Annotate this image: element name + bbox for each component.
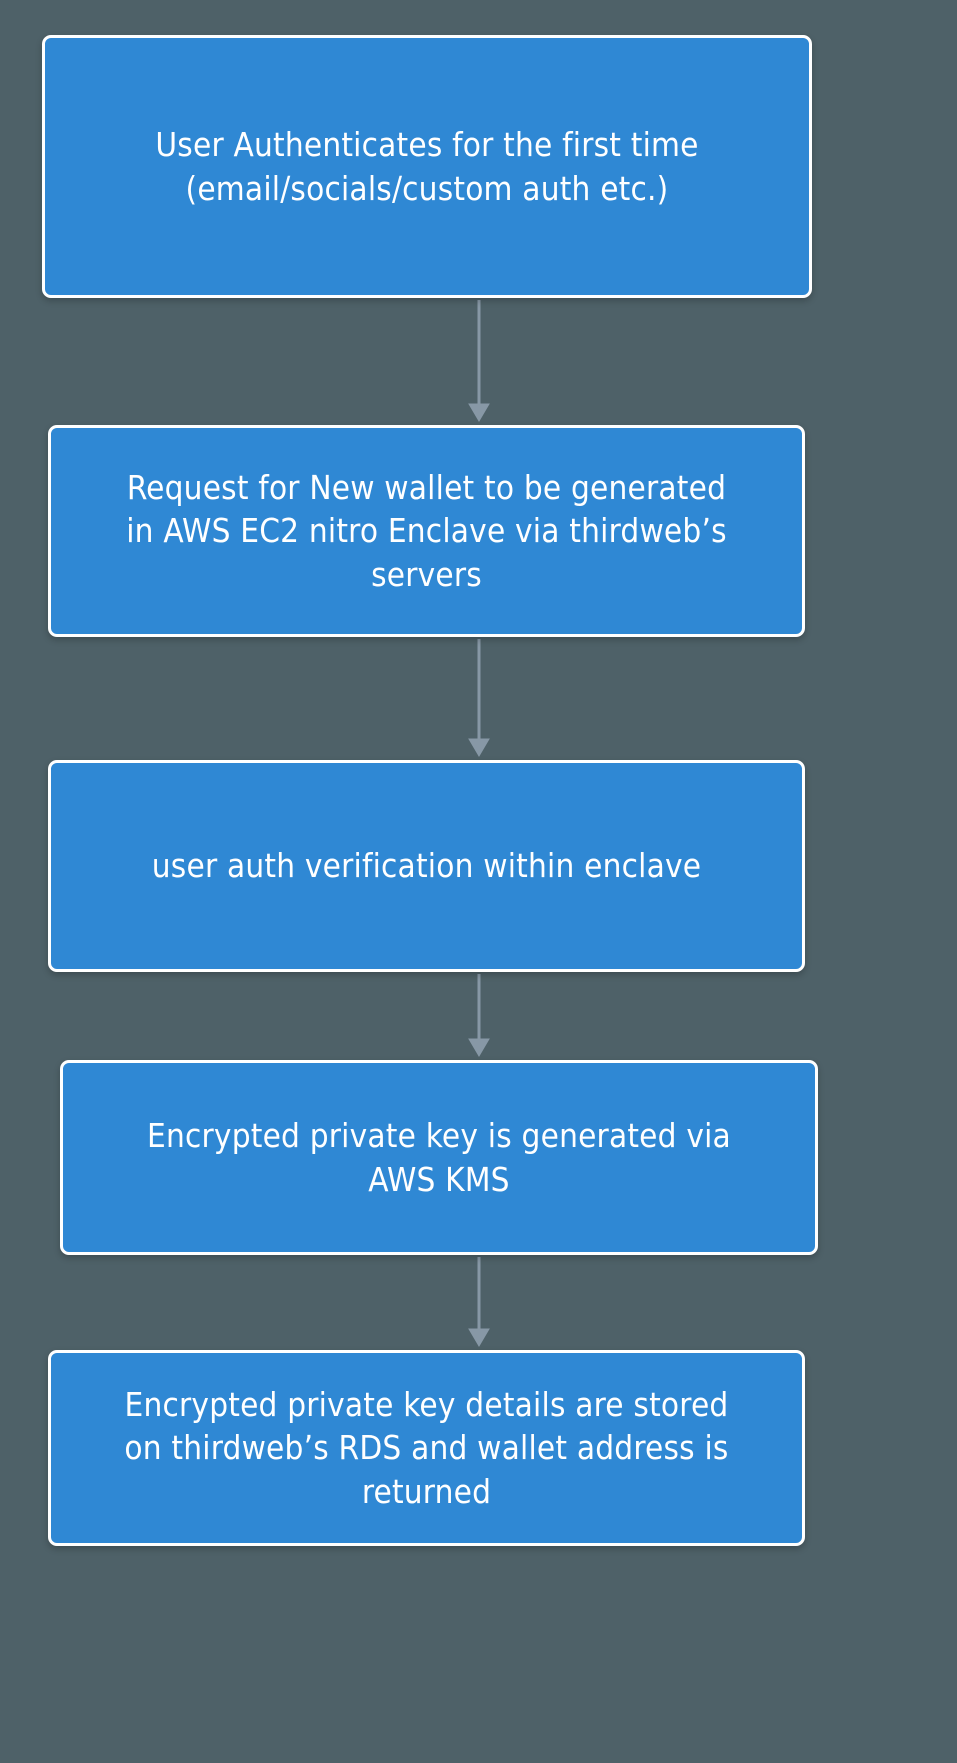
arrowhead-icon [468, 738, 490, 757]
flow-node-user-authenticates[interactable]: User Authenticates for the first time (e… [42, 35, 812, 298]
edge-node2-to-node3 [468, 639, 490, 757]
flow-node-label: Encrypted private key details are stored… [124, 1384, 729, 1511]
arrowhead-icon [468, 1038, 490, 1057]
flow-node-label: Encrypted private key is generated via A… [147, 1115, 731, 1199]
edge-node4-to-node5 [468, 1257, 490, 1347]
flow-node-user-auth-verification[interactable]: user auth verification within enclave [48, 760, 805, 972]
flow-node-label: user auth verification within enclave [151, 846, 702, 886]
flow-node-label: User Authenticates for the first time (e… [155, 124, 699, 208]
flow-node-request-new-wallet[interactable]: Request for New wallet to be generated i… [48, 425, 805, 637]
edge-node1-to-node2 [468, 300, 490, 422]
flow-node-encrypted-key-generated[interactable]: Encrypted private key is generated via A… [60, 1060, 818, 1255]
arrowhead-icon [468, 403, 490, 422]
flow-node-label: Request for New wallet to be generated i… [126, 467, 727, 594]
arrowhead-icon [468, 1328, 490, 1347]
flow-node-key-details-stored[interactable]: Encrypted private key details are stored… [48, 1350, 805, 1546]
edge-node3-to-node4 [468, 974, 490, 1057]
